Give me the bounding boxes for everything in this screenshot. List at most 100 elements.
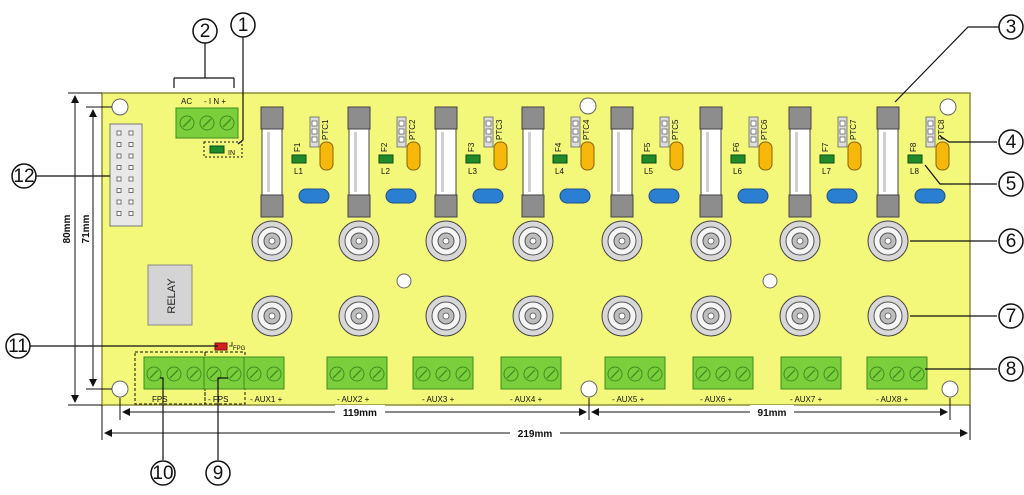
bnc-connector (338, 295, 380, 337)
bnc-connector (512, 220, 554, 262)
callout-number: 6 (1006, 231, 1017, 252)
callout-2: 2 (192, 18, 218, 44)
callout-12: 12 (11, 163, 37, 189)
ptc-label: PTC1 (321, 119, 330, 140)
aux-terminal-6 (692, 356, 754, 390)
fuse-label: F6 (732, 142, 741, 152)
led-indicator (641, 154, 657, 164)
led-indicator (378, 154, 394, 164)
fuse (876, 106, 900, 218)
bnc-connector (867, 295, 909, 337)
callout-1: 1 (230, 12, 256, 38)
bnc-connector (690, 295, 732, 337)
callout-5: 5 (998, 171, 1024, 197)
mounting-holes (111, 97, 959, 398)
total-width-label: 219mm (518, 429, 553, 440)
fps-label-left: FPS (152, 395, 168, 404)
led-label: L4 (555, 167, 564, 176)
bnc-connector (601, 295, 643, 337)
bnc-connector (251, 295, 293, 337)
aux-label: - AUX4 + (510, 395, 543, 404)
fuse (260, 106, 284, 218)
callout-number: 8 (1006, 359, 1017, 380)
relay: RELAY (147, 264, 193, 326)
mounting-hole (939, 98, 957, 116)
mounting-hole (762, 273, 778, 289)
ptc-label: PTC4 (582, 119, 591, 140)
idc-pin (116, 130, 122, 136)
capacitor (737, 188, 769, 204)
callout-number: 10 (152, 463, 173, 484)
led-indicator (730, 154, 746, 164)
right-span-label: 91mm (758, 408, 787, 419)
led-indicator (819, 154, 835, 164)
aux-label: - AUX1 + (250, 395, 283, 404)
bnc-connector (867, 220, 909, 262)
height-inner-label: 71mm (81, 214, 92, 243)
output-channels: F1PTC1L1F2PTC2L2F3PTC3L3F4PTC4L4F5PTC5L5… (251, 106, 950, 337)
idc-pin (128, 165, 134, 170)
ptc-label: PTC6 (760, 119, 769, 140)
ptc-fuse (493, 141, 508, 171)
led-indicator (552, 154, 568, 164)
aux-label: - AUX7 + (790, 395, 823, 404)
aux-terminal-2 (326, 356, 388, 390)
bnc-connector (425, 295, 467, 337)
idc-pin (116, 153, 122, 159)
idc-pin (128, 176, 134, 182)
fpg-label: FPG (233, 346, 246, 352)
fuse (347, 106, 371, 218)
ptc-label: PTC2 (408, 119, 417, 140)
mounting-hole (579, 97, 597, 115)
idc-pin (116, 176, 122, 182)
led-indicator (907, 154, 923, 164)
idc-pin (116, 199, 122, 205)
fuse (434, 106, 458, 218)
aux-label: - AUX6 + (700, 395, 733, 404)
ptc-fuse (935, 141, 950, 171)
callout-number: 2 (200, 21, 211, 42)
fuse (521, 106, 545, 218)
led-label: L8 (910, 167, 919, 176)
capacitor (472, 188, 504, 204)
aux-terminal-3 (412, 356, 474, 390)
bnc-connector (779, 220, 821, 262)
fuse-label: F4 (554, 142, 563, 152)
idc-pin (116, 188, 122, 193)
bnc-connector (425, 220, 467, 262)
bnc-connector (512, 295, 554, 337)
fuse-label: F3 (467, 142, 476, 152)
callout-8: 8 (998, 356, 1024, 382)
ac-label: AC (181, 97, 192, 106)
callout-number: 7 (1006, 306, 1017, 327)
capacitor (298, 188, 330, 204)
ptc-fuse (758, 141, 773, 171)
fps-terminal-left (143, 356, 205, 390)
capacitor (826, 188, 858, 204)
aux-terminal-7 (780, 356, 842, 390)
mounting-hole (111, 380, 129, 398)
ptc-label: PTC7 (849, 119, 858, 140)
led-label: L1 (294, 167, 303, 176)
height-outer-label: 80mm (62, 214, 73, 243)
idc-pin (116, 142, 122, 147)
ptc-label: PTC3 (495, 119, 504, 140)
idc-pin (116, 211, 122, 216)
idc-pin (128, 188, 134, 193)
ptc-fuse (319, 141, 334, 171)
fuse (788, 106, 812, 218)
bnc-connector (779, 295, 821, 337)
bnc-connector (601, 220, 643, 262)
idc-pin (128, 211, 134, 216)
ptc-fuse (406, 141, 421, 171)
aux-label: - AUX3 + (422, 395, 455, 404)
mounting-hole (941, 380, 959, 398)
callout-9: 9 (205, 460, 231, 486)
height-dimension (68, 92, 112, 406)
idc-pin (128, 130, 134, 136)
